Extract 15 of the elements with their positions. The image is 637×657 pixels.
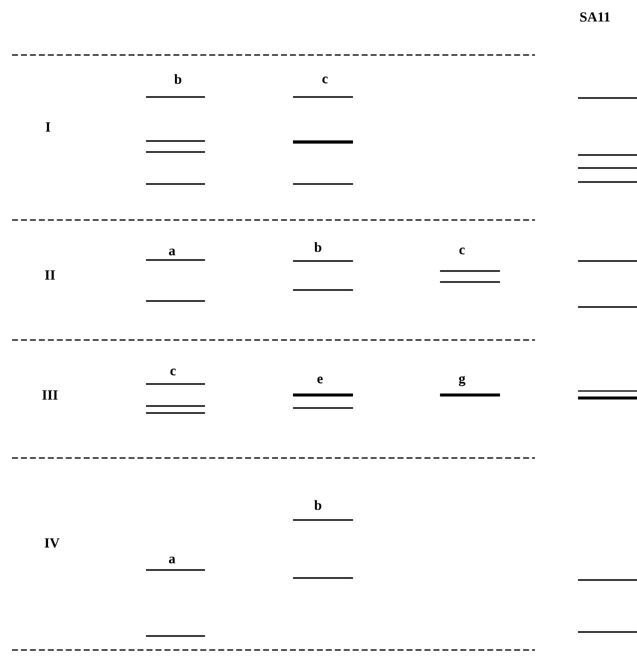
- lane-label: a: [168, 556, 176, 564]
- group-label: I: [46, 122, 50, 132]
- lane-label: b: [314, 242, 322, 252]
- group-label: IV: [44, 538, 60, 548]
- lane-label: c: [170, 368, 176, 376]
- lane-label: b: [314, 500, 322, 510]
- lane-label: e: [317, 376, 323, 384]
- lane-label: b: [174, 74, 182, 84]
- lane-label: SA11: [580, 12, 610, 22]
- lane-label: c: [459, 248, 465, 254]
- group-label: II: [45, 270, 55, 280]
- lane-label: c: [322, 76, 328, 84]
- group-label: III: [42, 390, 58, 400]
- lane-label: a: [168, 248, 176, 256]
- lane-label: g: [458, 376, 466, 386]
